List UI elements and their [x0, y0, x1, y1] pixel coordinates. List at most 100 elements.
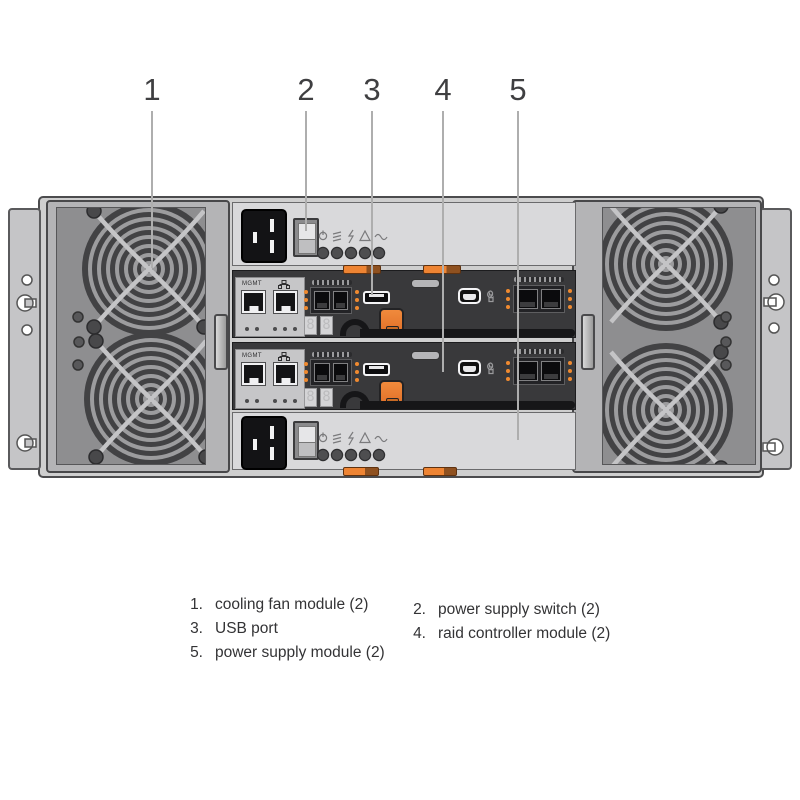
legend-item-label: power supply switch (2): [438, 601, 600, 618]
display-digit: 8: [304, 316, 317, 335]
port-label-strip: [514, 277, 564, 282]
legend-item-5: 5. power supply module (2): [181, 644, 385, 662]
raid-controller-module-b: MGMT 8 8: [232, 342, 576, 410]
leader-line-3: [371, 111, 373, 295]
sas-port-cage: [310, 359, 352, 386]
legend-item-label: power supply module (2): [215, 644, 385, 661]
legend-item-number: 2.: [413, 601, 426, 618]
raid-controller-module-a: MGMT 8 8: [232, 270, 576, 338]
mini-usb-port: [458, 360, 481, 376]
fan-module-handle: [214, 314, 228, 370]
legend-item-number: 1.: [190, 596, 203, 613]
ethernet-port: [242, 363, 265, 385]
sfp-led-column: [506, 289, 510, 293]
right-mounting-ear: [759, 208, 792, 470]
leader-line-1: [151, 111, 153, 268]
display-digit: 8: [320, 316, 333, 335]
callout-number-5: 5: [509, 72, 527, 107]
sfp-led-column: [304, 362, 308, 366]
port-label-strip: [312, 352, 352, 357]
left-mounting-ear: [8, 208, 41, 470]
callout-number-3: 3: [363, 72, 381, 107]
sfp-led-column: [506, 361, 510, 365]
seven-segment-display: 8 8: [304, 316, 333, 335]
display-digit: 8: [320, 388, 333, 407]
legend-item-2: 2. power supply switch (2): [404, 601, 600, 619]
legend-item-number: 3.: [190, 620, 203, 637]
leader-line-2: [305, 111, 307, 231]
usb-port: [363, 363, 390, 376]
ac-inlet: [241, 209, 287, 263]
legend-item-label: USB port: [215, 620, 278, 637]
network-icon: [278, 280, 290, 289]
controller-mgmt-panel: MGMT: [235, 277, 305, 337]
sfp-led-column: [355, 290, 359, 294]
controller-label-badge: [411, 279, 440, 288]
cable-arm-arc: [340, 391, 370, 408]
power-supply-module-bottom: [232, 412, 576, 470]
legend-item-number: 4.: [413, 625, 426, 642]
sas-port-cage: [310, 287, 352, 314]
sas-port: [314, 363, 330, 382]
orange-latch-tab: [343, 467, 379, 476]
ethernet-port: [242, 291, 265, 313]
seven-segment-display: 8 8: [304, 388, 333, 407]
usb-port: [363, 291, 390, 304]
fan-grilles-icon: [72, 208, 205, 464]
power-supply-module-top: [232, 202, 576, 266]
cooling-fan-module-right: [572, 200, 762, 473]
mgmt-label: MGMT: [242, 353, 262, 359]
controller-release-latch: [379, 380, 404, 405]
fan-plate: [602, 207, 756, 465]
controller-label-badge: [411, 351, 440, 360]
cable-arm-arc: [340, 319, 370, 336]
callout-number-2: 2: [297, 72, 315, 107]
cable-arm-bar: [360, 401, 575, 409]
sfp-led-column: [355, 362, 359, 366]
host-port: [517, 289, 538, 309]
host-port: [540, 289, 561, 309]
host-port-cage: [513, 357, 565, 385]
host-port: [540, 361, 561, 381]
orange-latch-tab: [423, 467, 457, 476]
psu-status-leds: [317, 229, 388, 260]
wrench-icon: [487, 362, 494, 375]
legend-item-number: 5.: [190, 644, 203, 661]
fan-plate: [56, 207, 206, 465]
sas-port: [332, 363, 348, 382]
port-label-strip: [514, 349, 564, 354]
sfp-led-column: [568, 289, 572, 293]
callout-number-4: 4: [434, 72, 452, 107]
cooling-fan-module-left: [46, 200, 230, 473]
host-port-cage: [513, 285, 565, 313]
sas-port: [314, 291, 330, 310]
sfp-led-column: [568, 361, 572, 365]
leader-line-5: [517, 111, 519, 440]
legend-item-label: cooling fan module (2): [215, 596, 369, 613]
mgmt-label: MGMT: [242, 281, 262, 287]
legend-item-4: 4. raid controller module (2): [404, 625, 610, 643]
fan-grilles-icon: [603, 208, 733, 464]
cable-arm-bar: [360, 329, 575, 337]
ethernet-port: [274, 363, 297, 385]
status-icon-row: [245, 399, 249, 403]
host-port: [517, 361, 538, 381]
legend-item-label: raid controller module (2): [438, 625, 611, 642]
wrench-icon: [487, 290, 494, 303]
mini-usb-port: [458, 288, 481, 304]
fan-module-handle: [581, 314, 595, 370]
leader-line-4: [442, 111, 444, 372]
controller-mgmt-panel: MGMT: [235, 349, 305, 409]
network-icon: [278, 352, 290, 361]
sfp-led-column: [304, 290, 308, 294]
legend-item-1: 1. cooling fan module (2): [181, 596, 368, 614]
callout-number-1: 1: [143, 72, 161, 107]
ac-inlet: [241, 416, 287, 470]
sas-port: [332, 291, 348, 310]
display-digit: 8: [304, 388, 317, 407]
ethernet-port: [274, 291, 297, 313]
psu-status-leds: [317, 431, 388, 462]
legend-item-3: 3. USB port: [181, 620, 278, 638]
orange-latch-tab: [343, 265, 381, 274]
